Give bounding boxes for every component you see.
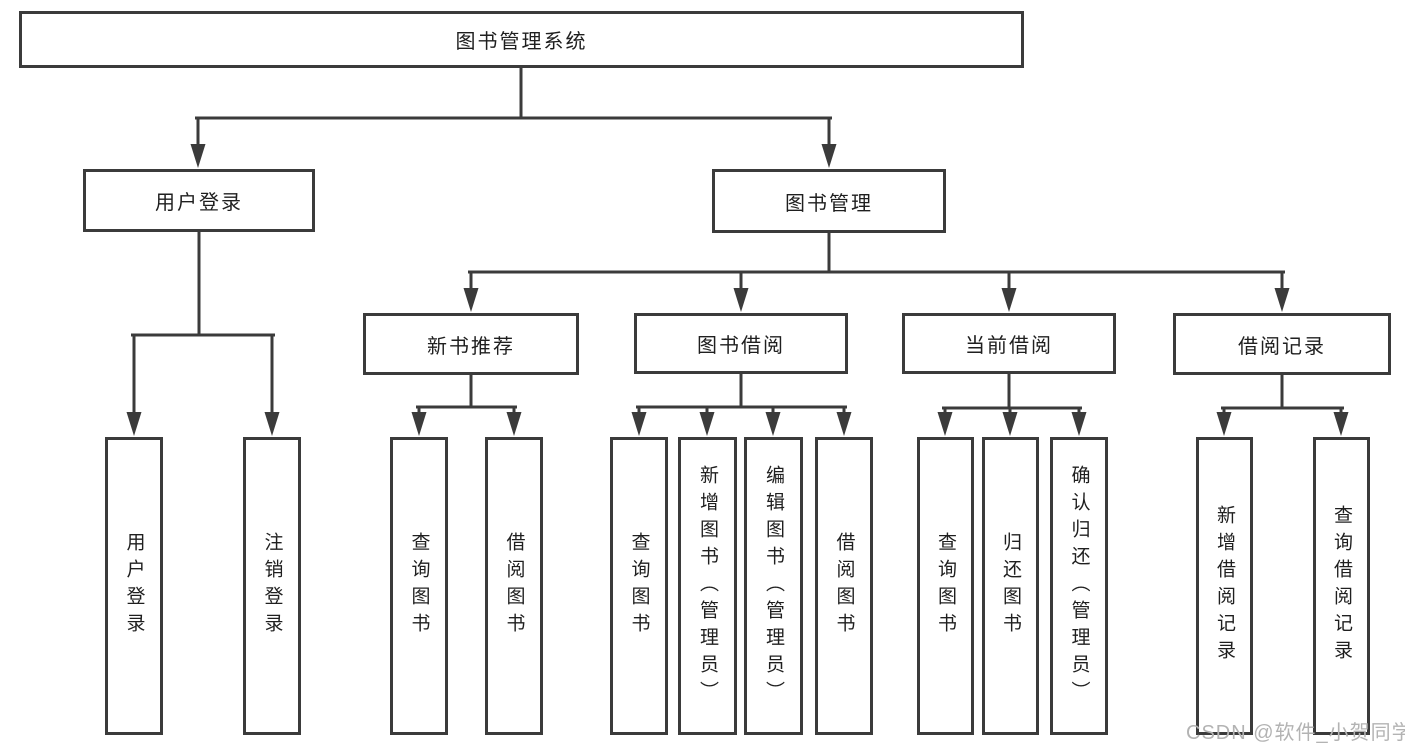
leaf-return-books: 归还图书 [982,437,1039,735]
node-current-borrow: 当前借阅 [902,313,1116,374]
node-book-management: 图书管理 [712,169,946,233]
leaf-logout: 注销登录 [243,437,301,735]
node-book-borrow: 图书借阅 [634,313,848,374]
leaf-edit-books-admin: 编辑图书（管理员） [744,437,803,735]
leaf-query-borrow-record: 查询借阅记录 [1313,437,1370,735]
leaf-query-books-recommend: 查询图书 [390,437,448,735]
leaf-add-borrow-record: 新增借阅记录 [1196,437,1253,735]
node-new-book-recommend: 新书推荐 [363,313,579,375]
node-borrow-records: 借阅记录 [1173,313,1391,375]
leaf-query-books-current: 查询图书 [917,437,974,735]
leaf-query-books-borrow: 查询图书 [610,437,668,735]
node-library-management-system: 图书管理系统 [19,11,1024,68]
connector-arrows [126,144,1349,436]
leaf-user-login: 用户登录 [105,437,163,735]
csdn-watermark: CSDN @软件_小贺同学 [1186,722,1405,744]
leaf-borrow-books-recommend: 借阅图书 [485,437,543,735]
node-user-login: 用户登录 [83,169,315,232]
leaf-borrow-books: 借阅图书 [815,437,873,735]
connector-edges [131,66,1344,416]
leaf-confirm-return-admin: 确认归还（管理员） [1050,437,1108,735]
leaf-add-books-admin: 新增图书（管理员） [678,437,737,735]
